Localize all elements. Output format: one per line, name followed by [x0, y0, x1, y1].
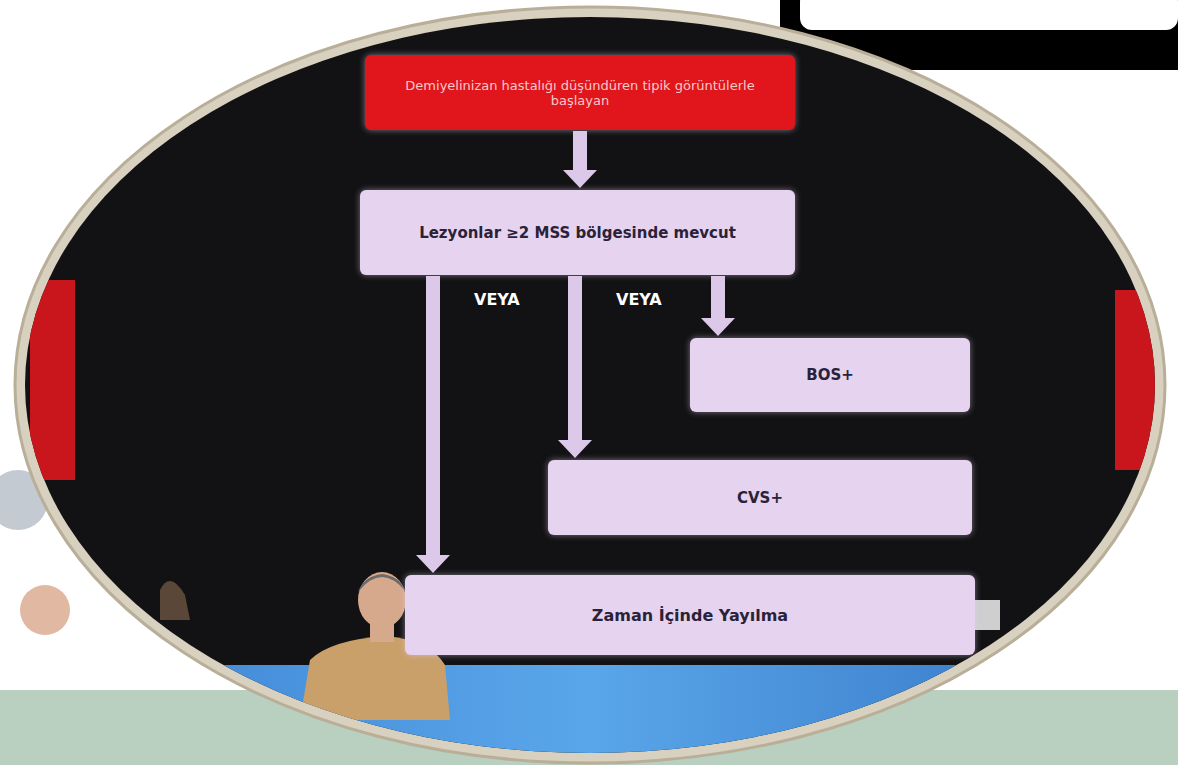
- stage-floor: [0, 665, 1178, 765]
- decor-figure: [20, 585, 70, 635]
- box-text: Lezyonlar ≥2 MSS bölgesinde mevcut: [419, 224, 736, 242]
- flow-arrow: [701, 276, 735, 336]
- white-tab: [800, 0, 1178, 30]
- side-bar-left: [30, 280, 75, 480]
- box-text: Zaman İçinde Yayılma: [592, 606, 788, 625]
- box-text: CVS+: [737, 489, 783, 507]
- side-bar-right: [1115, 290, 1165, 470]
- or-label: VEYA: [474, 290, 520, 309]
- flow-arrow: [558, 276, 592, 458]
- box-text: BOS+: [806, 366, 854, 384]
- criterion-box: BOS+: [690, 338, 970, 412]
- start-box: Demiyelinizan hastalığı düşündüren tipik…: [365, 55, 795, 130]
- criterion-box: CVS+: [548, 460, 972, 535]
- flow-arrow: [416, 276, 450, 573]
- or-label: VEYA: [616, 290, 662, 309]
- box-text: Demiyelinizan hastalığı düşündüren tipik…: [379, 78, 781, 108]
- criterion-box: Zaman İçinde Yayılma: [405, 575, 975, 655]
- process-box: Lezyonlar ≥2 MSS bölgesinde mevcut: [360, 190, 795, 275]
- flow-arrow: [563, 131, 597, 188]
